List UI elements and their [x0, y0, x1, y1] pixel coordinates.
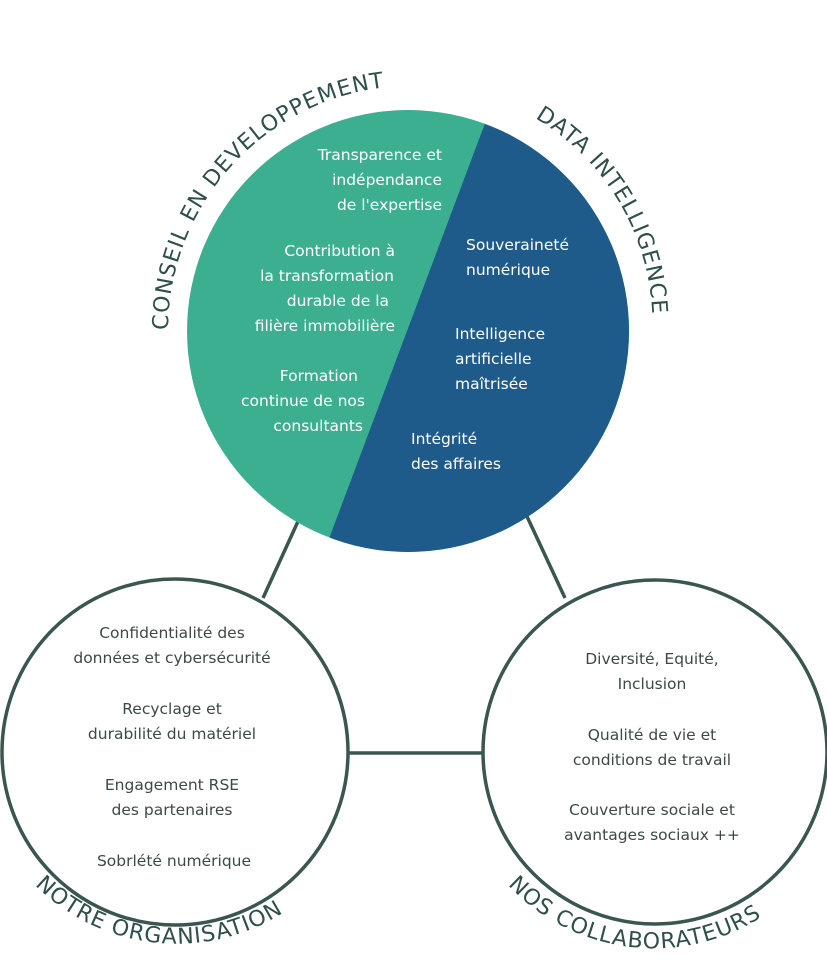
item-line: consultants: [273, 417, 363, 435]
item-line: Diversité, Equité,: [585, 650, 718, 668]
item-line: numérique: [466, 261, 550, 279]
item-line: Sobrlété numérique: [97, 852, 251, 870]
item-line: Intelligence: [455, 325, 545, 343]
item-line: des affaires: [411, 455, 501, 473]
item-line: Contribution à: [284, 242, 395, 260]
item-line: Inclusion: [618, 675, 687, 693]
top-circle: [187, 110, 629, 552]
item-line: artificielle: [455, 350, 532, 368]
item-line: Couverture sociale et: [569, 801, 735, 819]
item-line: des partenaires: [112, 801, 233, 819]
item-line: la transformation: [260, 267, 394, 285]
organisation-items: Confidentialité des données et cybersécur…: [73, 624, 270, 870]
item-line: durabilité du matériel: [88, 725, 256, 743]
blue-section: [318, 110, 629, 552]
item-line: données et cybersécurité: [73, 649, 270, 667]
item-line: filière immobilière: [255, 317, 395, 335]
item-line: avantages sociaux ++: [564, 826, 740, 844]
item-line: Intégrité: [411, 430, 477, 448]
item-line: conditions de travail: [573, 751, 731, 769]
item-line: durable de la: [287, 292, 389, 310]
item-line: Transparence et: [317, 146, 442, 164]
connector-top-right: [522, 509, 567, 599]
item-line: de l'expertise: [337, 196, 442, 214]
left-circle: [0, 577, 350, 927]
conseil-items: Transparence et indépendance de l'expertis…: [241, 146, 442, 435]
item-line: Engagement RSE: [105, 776, 239, 794]
item-line: indépendance: [332, 171, 442, 189]
item-line: maîtrisée: [455, 375, 528, 393]
connector-top-left: [261, 516, 302, 599]
item-line: Souveraineté: [466, 236, 569, 254]
item-line: Formation: [280, 367, 358, 385]
item-line: Confidentialité des: [99, 624, 245, 642]
item-line: Qualité de vie et: [588, 726, 717, 744]
right-circle: [481, 578, 827, 926]
item-line: continue de nos: [241, 392, 365, 410]
item-line: Recyclage et: [122, 700, 222, 718]
